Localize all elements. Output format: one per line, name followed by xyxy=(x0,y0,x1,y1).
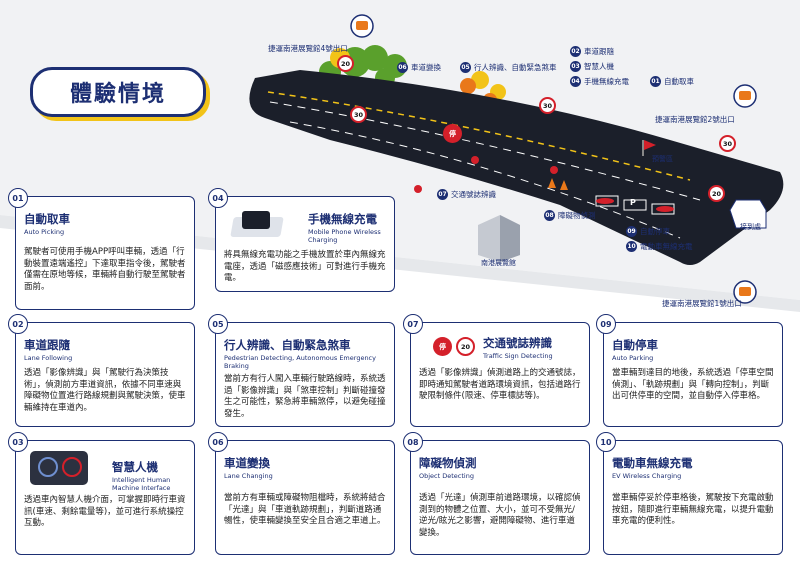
card-number: 02 xyxy=(8,314,28,334)
card-02: 02 車道跟隨 Lane Following 透過「影像辨識」與「駕駛行為決策技術… xyxy=(8,314,195,427)
legend-number: 08 xyxy=(544,210,555,221)
card-07: 07 停 20 交通號誌辨識 Traffic Sign Detecting 透過「… xyxy=(403,314,590,427)
exit-2-label: 捷運南港展覽館2號出口 xyxy=(655,115,735,124)
card-subtitle: Lane Following xyxy=(24,354,73,362)
card-subtitle: Lane Changing xyxy=(224,472,273,480)
card-06: 06 車道變換 Lane Changing 當前方有車輛或障礙物阻檔時，系統將結合… xyxy=(208,432,395,555)
charger-image xyxy=(230,207,286,239)
speed-limit-icon: 20 xyxy=(456,337,475,356)
speed-sign: 20 xyxy=(337,55,354,72)
legend-text: 行人辨識、自動緊急煞車 xyxy=(474,63,557,72)
card-01: 01 自動取車 Auto Picking 駕駛者可使用手機APP呼叫車輛，透過「行… xyxy=(8,188,195,310)
card-number: 07 xyxy=(403,314,423,334)
card-10: 10 電動車無線充電 EV Wireless Charging 當車輛停妥於停車格… xyxy=(596,432,783,555)
card-body: 透過「影像辨識」與「駕駛行為決策技術」，偵測前方車道資訊，依據不同車速與障礙物位… xyxy=(24,368,186,413)
legend-text: 自動取車 xyxy=(664,77,694,86)
card-body: 將具無線充電功能之手機放置於車內無線充電座，透過「磁感應技術」可對進行手機充電。 xyxy=(224,250,386,283)
card-title: 智慧人機 xyxy=(112,460,158,474)
exit-1-label: 捷運南港展覽館1號出口 xyxy=(662,299,742,308)
card-title: 車道變換 xyxy=(224,456,270,470)
exit-4-label: 捷運南港展覽館4號出口 xyxy=(268,44,348,53)
card-body: 透過「影像辨識」偵測道路上的交通號誌，即時通知駕駛者道路環境資訊，包括道路行駛限… xyxy=(419,368,581,401)
building-label: 南港展覽館 xyxy=(481,259,516,267)
card-title: 車道跟隨 xyxy=(24,338,70,352)
card-03: 03 智慧人機 Intelligent Human Machine Interfa… xyxy=(8,432,195,555)
legend-number: 06 xyxy=(397,62,408,73)
card-number: 01 xyxy=(8,188,28,208)
legend-number: 04 xyxy=(570,76,581,87)
legend-number: 02 xyxy=(570,46,581,57)
speed-sign: 30 xyxy=(350,106,367,123)
card-number: 04 xyxy=(208,188,228,208)
legend-number: 07 xyxy=(437,189,448,200)
card-subtitle: Traffic Sign Detecting xyxy=(483,352,553,360)
legend-number: 09 xyxy=(626,226,637,237)
card-title: 障礙物偵測 xyxy=(419,456,477,470)
card-subtitle: Pedestrian Detecting, Autonomous Emergen… xyxy=(224,354,376,370)
legend-text: 交通號誌辨識 xyxy=(451,190,496,199)
card-body: 當前方有行人闖入車輛行駛路線時，系統透過「影像辨識」與「煞車控制」判斷碰撞發生之… xyxy=(224,374,386,419)
card-title: 自動取車 xyxy=(24,212,70,226)
warning-zone-label: 預警區 xyxy=(652,155,673,163)
legend-number: 01 xyxy=(650,76,661,87)
legend-text: 手機無線充電 xyxy=(584,77,629,86)
speed-sign: 30 xyxy=(719,135,736,152)
legend-number: 03 xyxy=(570,61,581,72)
card-number: 08 xyxy=(403,432,423,452)
legend-number: 05 xyxy=(460,62,471,73)
legend-text: 自動停車 xyxy=(640,227,670,236)
speed-sign: 20 xyxy=(708,185,725,202)
card-05: 05 行人辨識、自動緊急煞車 Pedestrian Detecting, Auto… xyxy=(208,314,395,427)
legend-text: 車道跟隨 xyxy=(584,47,614,56)
parking-label: P xyxy=(630,198,636,207)
stop-sign-icon: 停 xyxy=(433,337,452,356)
legend-text: 車道變換 xyxy=(411,63,441,72)
stop-sign: 停 xyxy=(443,124,462,143)
garage-label: 接到處 xyxy=(740,223,761,231)
card-number: 06 xyxy=(208,432,228,452)
card-09: 09 自動停車 Auto Parking 當車輛到達目的地後，系統透過「停車空間偵… xyxy=(596,314,783,427)
card-subtitle: Auto Picking xyxy=(24,228,65,236)
page-title: 體驗情境 xyxy=(69,82,166,107)
card-subtitle: Auto Parking xyxy=(612,354,654,362)
card-body: 透過車內智慧人機介面，可掌握即時行車資訊(車速、剩餘電量等)，並可進行系統操控互… xyxy=(24,495,186,528)
card-subtitle: EV Wireless Charging xyxy=(612,472,682,480)
card-number: 10 xyxy=(596,432,616,452)
card-number: 09 xyxy=(596,314,616,334)
title-badge: 體驗情境 xyxy=(30,67,206,117)
card-subtitle: Object Detecting xyxy=(419,472,474,480)
card-08: 08 障礙物偵測 Object Detecting 透過「光達」偵測車前道路環境，… xyxy=(403,432,590,555)
card-body: 當車輛停妥於停車格後，駕駛按下充電啟動按鈕，隨即進行車輛無線充電，以提升電動車充… xyxy=(612,493,774,526)
card-subtitle: Mobile Phone Wireless Charging xyxy=(308,228,381,244)
legend-text: 障礙物偵測 xyxy=(558,211,596,220)
card-title: 行人辨識、自動緊急煞車 xyxy=(224,338,351,352)
card-title: 自動停車 xyxy=(612,338,658,352)
card-body: 駕駛者可使用手機APP呼叫車輛，透過「行動裝置遠端遙控」下達取車指令後，駕駛者僅… xyxy=(24,247,186,292)
legend-text: 電動車無線充電 xyxy=(640,242,693,251)
card-body: 當前方有車輛或障礙物阻檔時，系統將結合「光達」與「車道軌跡規劃」，判斷道路通暢性… xyxy=(224,493,386,526)
card-number: 05 xyxy=(208,314,228,334)
card-body: 當車輛到達目的地後，系統透過「停車空間偵測」、「軌跡規劃」與「轉向控制」，判斷出… xyxy=(612,368,774,401)
card-body: 透過「光達」偵測車前道路環境，以確認偵測到的物體之位置、大小，並可不受無光/逆光… xyxy=(419,493,581,538)
hmi-dashboard-image xyxy=(30,451,88,485)
card-title: 手機無線充電 xyxy=(308,212,377,226)
card-title: 電動車無線充電 xyxy=(612,456,693,470)
card-title: 交通號誌辨識 xyxy=(483,336,552,350)
card-number: 03 xyxy=(8,432,28,452)
legend-text: 智慧人機 xyxy=(584,62,614,71)
legend-number: 10 xyxy=(626,241,637,252)
card-subtitle: Intelligent Human Machine Interface xyxy=(112,476,171,492)
speed-sign: 30 xyxy=(539,97,556,114)
